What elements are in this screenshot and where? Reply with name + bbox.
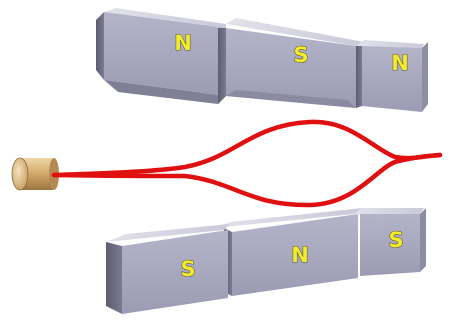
magnet-pole-label: S [180,257,195,281]
magnet-pole-label: S [293,43,308,67]
beam-path-lower [51,152,443,208]
magnet-pole-label: S [388,228,403,252]
beam-source [11,157,59,191]
magnet-pole-label: N [291,243,309,267]
bottom-magnet-2: N [214,208,362,296]
bottom-magnet-1: S [106,224,230,314]
magnet-pole-label: N [174,31,192,55]
bottom-magnet-3: S [354,208,426,276]
beam-path-upper [51,119,443,178]
top-magnet-3: N [356,40,428,112]
top-magnet-1: N [96,8,226,104]
magnet-pole-label: N [391,51,409,75]
top-magnet-2: S [218,18,364,108]
